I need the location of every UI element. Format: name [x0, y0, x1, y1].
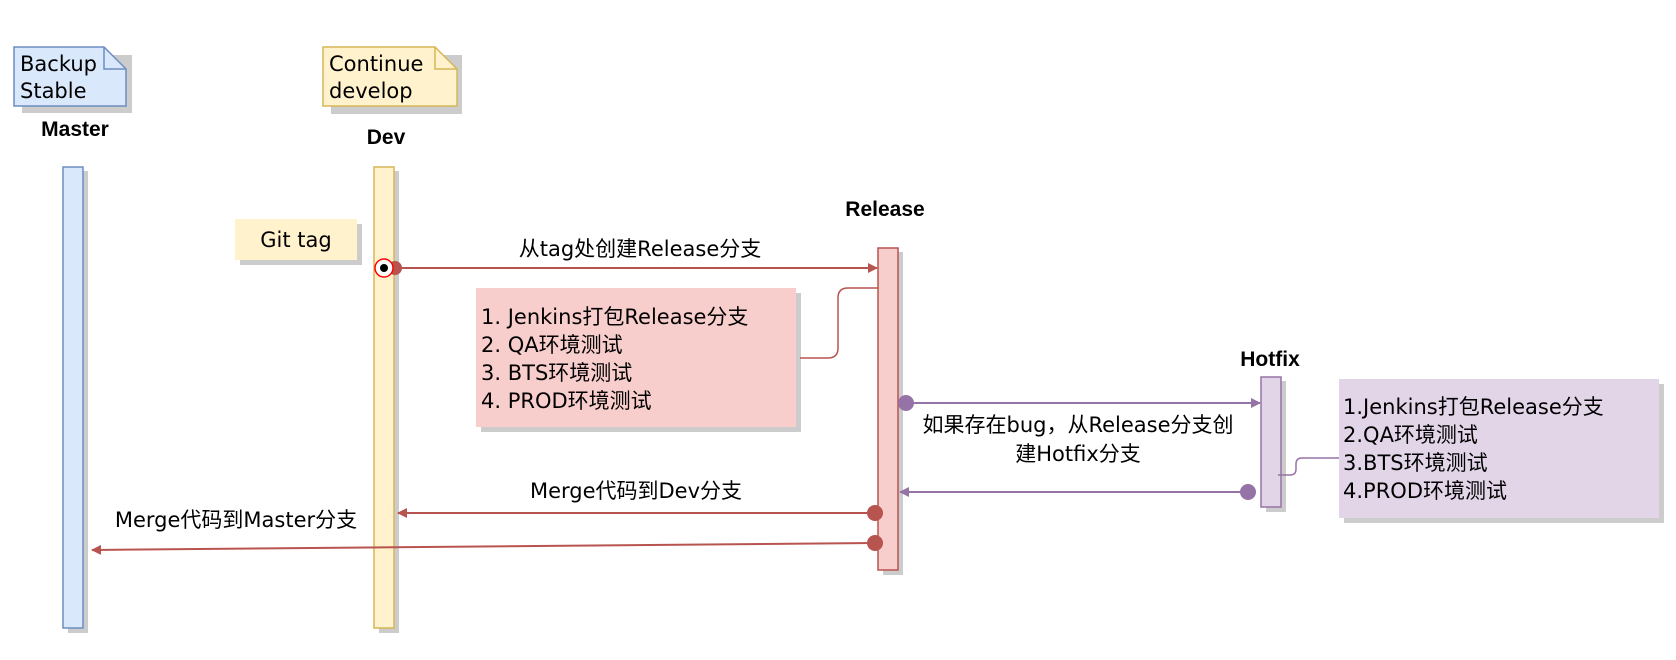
hotfix-step-3: 3.BTS环境测试 — [1343, 451, 1488, 475]
release-step-4: 4. PROD环境测试 — [481, 389, 652, 413]
master-note-line1: Backup — [20, 52, 97, 76]
arrow-hotfix-return — [899, 484, 1256, 500]
master-note-line2: Stable — [20, 79, 87, 103]
hotfix-step-2: 2.QA环境测试 — [1343, 423, 1478, 447]
hotfix-steps-connector — [1278, 457, 1339, 476]
lane-title-hotfix: Hotfix — [1240, 348, 1300, 371]
arrow-merge-master: Merge代码到Master分支 — [91, 508, 883, 555]
release-lifeline — [877, 247, 903, 575]
hotfix-lifeline — [1260, 376, 1286, 512]
hotfix-steps-box: 1.Jenkins打包Release分支 2.QA环境测试 3.BTS环境测试 … — [1339, 379, 1664, 523]
arrow-merge-dev-label: Merge代码到Dev分支 — [530, 479, 742, 503]
release-step-2: 2. QA环境测试 — [481, 333, 623, 357]
lane-title-release: Release — [845, 198, 924, 221]
dev-note-line2: develop — [329, 79, 413, 103]
dev-note-line1: Continue — [329, 52, 423, 76]
dev-lifeline — [373, 166, 399, 633]
hotfix-step-1: 1.Jenkins打包Release分支 — [1343, 395, 1604, 419]
arrow-create-hotfix: 如果存在bug，从Release分支创 建Hotfix分支 — [898, 395, 1261, 466]
git-tag-text: Git tag — [260, 228, 331, 252]
git-tag-label: Git tag — [235, 219, 362, 265]
lane-title-dev: Dev — [367, 126, 406, 149]
release-step-1: 1. Jenkins打包Release分支 — [481, 305, 748, 329]
dev-note: Continue develop — [322, 46, 462, 114]
arrow-create-hotfix-label-line2: 建Hotfix分支 — [1015, 442, 1141, 466]
hotfix-step-4: 4.PROD环境测试 — [1343, 479, 1507, 503]
arrow-create-release-label: 从tag处创建Release分支 — [519, 237, 761, 261]
master-lifeline — [62, 166, 88, 633]
release-steps-connector — [800, 287, 878, 359]
arrow-create-release: 从tag处创建Release分支 — [374, 237, 878, 278]
release-step-3: 3. BTS环境测试 — [481, 361, 632, 385]
release-steps-box: 1. Jenkins打包Release分支 2. QA环境测试 3. BTS环境… — [476, 288, 801, 432]
arrow-merge-master-label: Merge代码到Master分支 — [115, 508, 357, 532]
arrow-create-hotfix-label-line1: 如果存在bug，从Release分支创 — [922, 413, 1233, 437]
arrow-merge-dev: Merge代码到Dev分支 — [397, 479, 883, 521]
lane-title-master: Master — [41, 118, 109, 141]
master-note: Backup Stable — [13, 46, 132, 113]
